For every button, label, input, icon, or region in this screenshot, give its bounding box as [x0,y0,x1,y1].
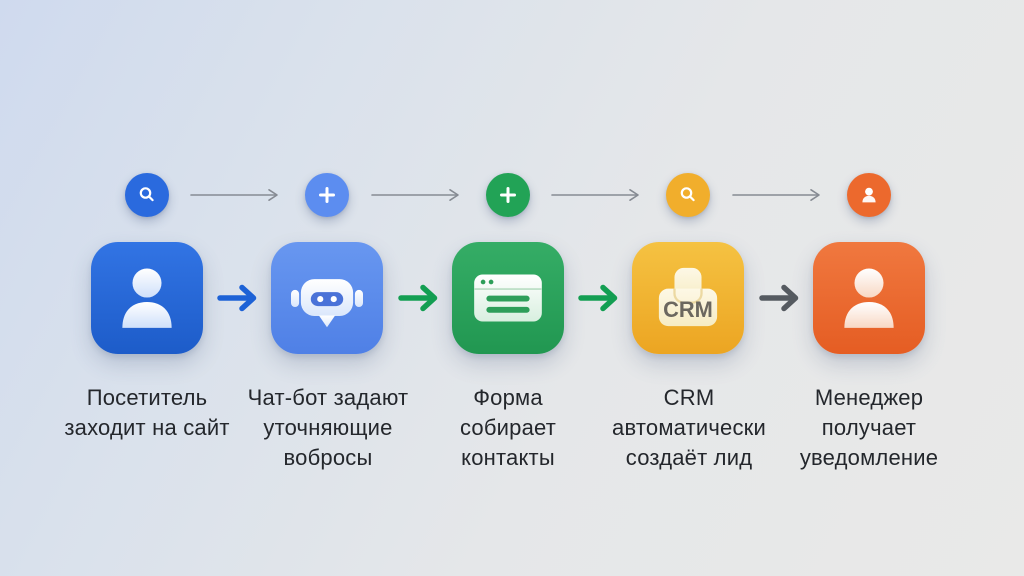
tile-form [452,242,564,354]
person-icon [844,268,894,328]
badge-connector-arrow [371,188,459,201]
step-label-manager: Менеджер получает уведомление [799,385,939,470]
step-label-form: Форма собирает контакты [459,385,557,470]
person-icon [122,268,172,328]
tile-chatbot [271,242,383,354]
step-label-visitor: Посетитель заходит на сайт [64,385,230,440]
badge-chatbot-add [305,173,349,217]
step-label-crm: CRM автоматически создаёт лид [612,385,766,470]
badge-manager-person [847,173,891,217]
step-label-chatbot: Чат-бот задают уточняющие вобросы [247,385,409,470]
tile-connector-arrow [217,284,257,312]
tile-connector-arrow [578,284,618,312]
badge-connector-arrow [190,188,278,201]
badge-visitor-search [125,173,169,217]
badge-connector-arrow [551,188,639,201]
tile-crm: CRM [632,242,744,354]
tile-manager [813,242,925,354]
crm-label: CRM [663,297,713,322]
badge-connector-arrow [732,188,820,201]
tile-visitor [91,242,203,354]
search-icon [680,187,695,202]
tile-connector-arrow [398,284,438,312]
crm-briefcase-icon: CRM [658,267,718,327]
plus-icon [319,187,335,203]
robot-icon [291,279,363,328]
badge-crm-search [666,173,710,217]
person-icon [862,187,876,203]
tile-connector-arrow [759,284,799,312]
plus-icon [500,187,516,203]
browser-window-icon [474,274,542,322]
badge-form-add [486,173,530,217]
search-icon [139,187,154,202]
